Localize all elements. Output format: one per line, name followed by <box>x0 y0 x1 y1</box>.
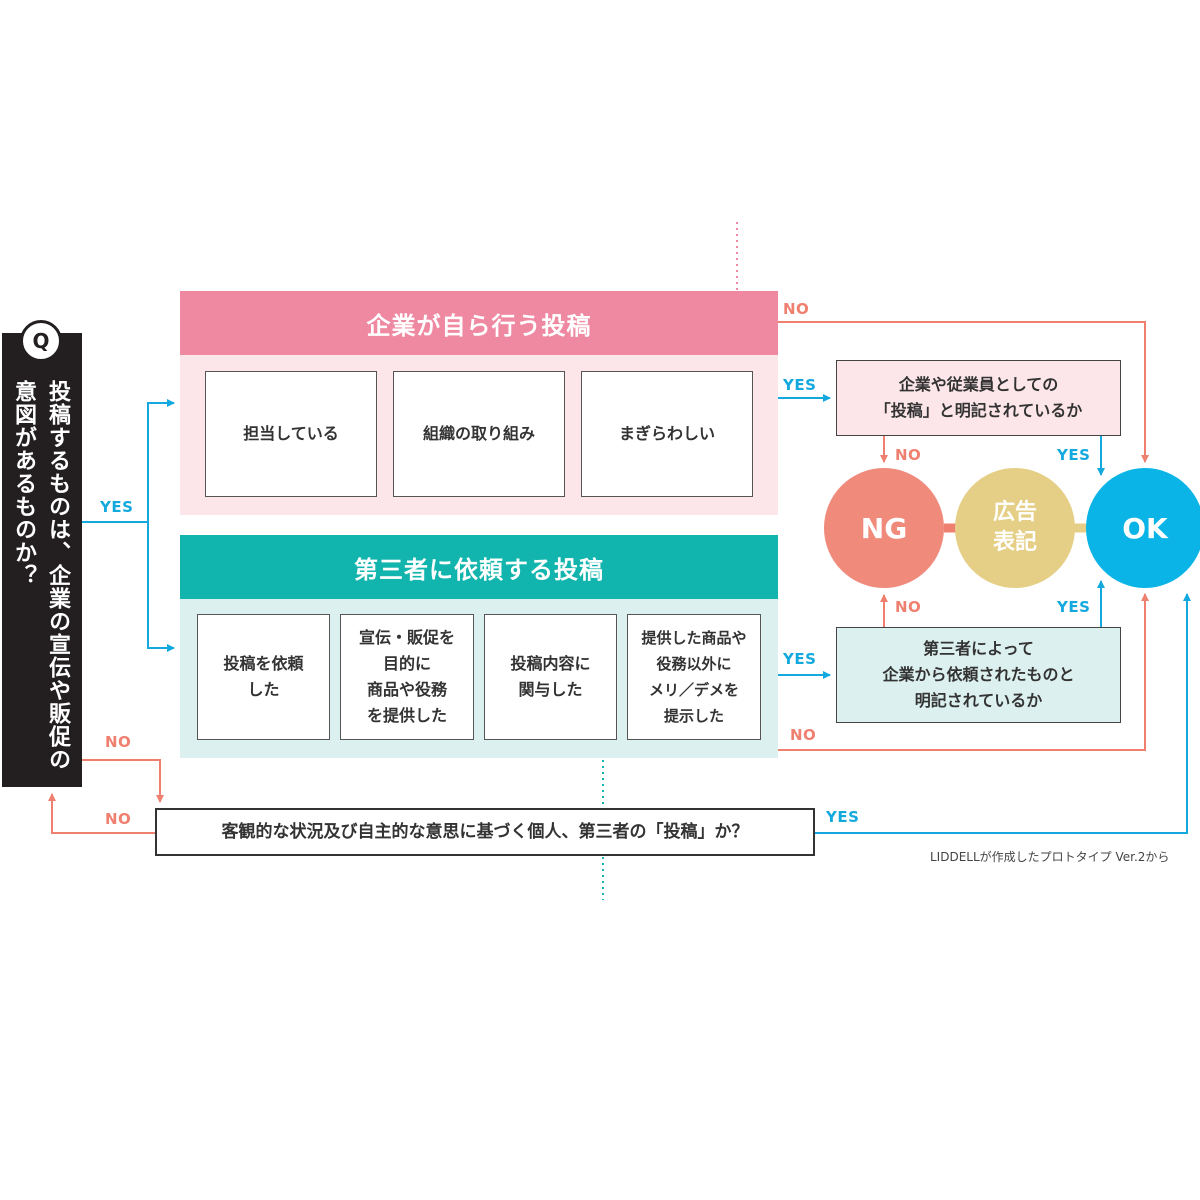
question-text: 投稿するものは、企業の宣伝や販促の意図があるものか？ <box>11 380 70 771</box>
source-credit: LIDDELLが作成したプロトタイプ Ver.2から <box>930 850 1170 864</box>
no-label-question: NO <box>105 733 132 751</box>
no-label-company-check: NO <box>895 446 922 464</box>
no-label-objective: NO <box>105 810 132 828</box>
objective-post-check: 客観的な状況及び自主的な意思に基づく個人、第三者の「投稿」か？ <box>155 808 815 856</box>
third-party-post-header: 第三者に依頼する投稿 <box>180 535 778 599</box>
yes-label-third-party: YES <box>783 650 817 668</box>
yes-label-question: YES <box>100 498 134 516</box>
no-label-third-party: NO <box>790 726 817 744</box>
company-card-ambiguous: まぎらわしい <box>581 371 753 497</box>
third-party-card-provide: 宣伝・販促を 目的に 商品や役務 を提供した <box>340 614 474 740</box>
yes-label-company: YES <box>783 376 817 394</box>
yes-label-objective: YES <box>826 808 860 826</box>
third-party-card-involvement: 投稿内容に 関与した <box>484 614 617 740</box>
company-disclosure-check: 企業や従業員としての 「投稿」と明記されているか <box>836 360 1121 436</box>
no-label-third-party-check: NO <box>895 598 922 616</box>
yes-label-company-check: YES <box>1057 446 1091 464</box>
third-party-disclosure-check: 第三者によって 企業から依頼されたものと 明記されているか <box>836 627 1121 723</box>
yes-label-third-party-check: YES <box>1057 598 1091 616</box>
company-card-in-charge: 担当している <box>205 371 377 497</box>
question-column <box>2 333 82 787</box>
result-ok: OK <box>1086 468 1200 588</box>
result-ad-label: 広告 表記 <box>955 468 1075 588</box>
company-card-organization: 組織の取り組み <box>393 371 565 497</box>
third-party-card-merit: 提供した商品や 役務以外に メリ／デメを 提示した <box>627 614 761 740</box>
question-badge: Q <box>20 320 62 362</box>
result-ng: NG <box>824 468 944 588</box>
no-label-company: NO <box>783 300 810 318</box>
company-post-header: 企業が自ら行う投稿 <box>180 291 778 355</box>
third-party-card-request: 投稿を依頼 した <box>197 614 330 740</box>
